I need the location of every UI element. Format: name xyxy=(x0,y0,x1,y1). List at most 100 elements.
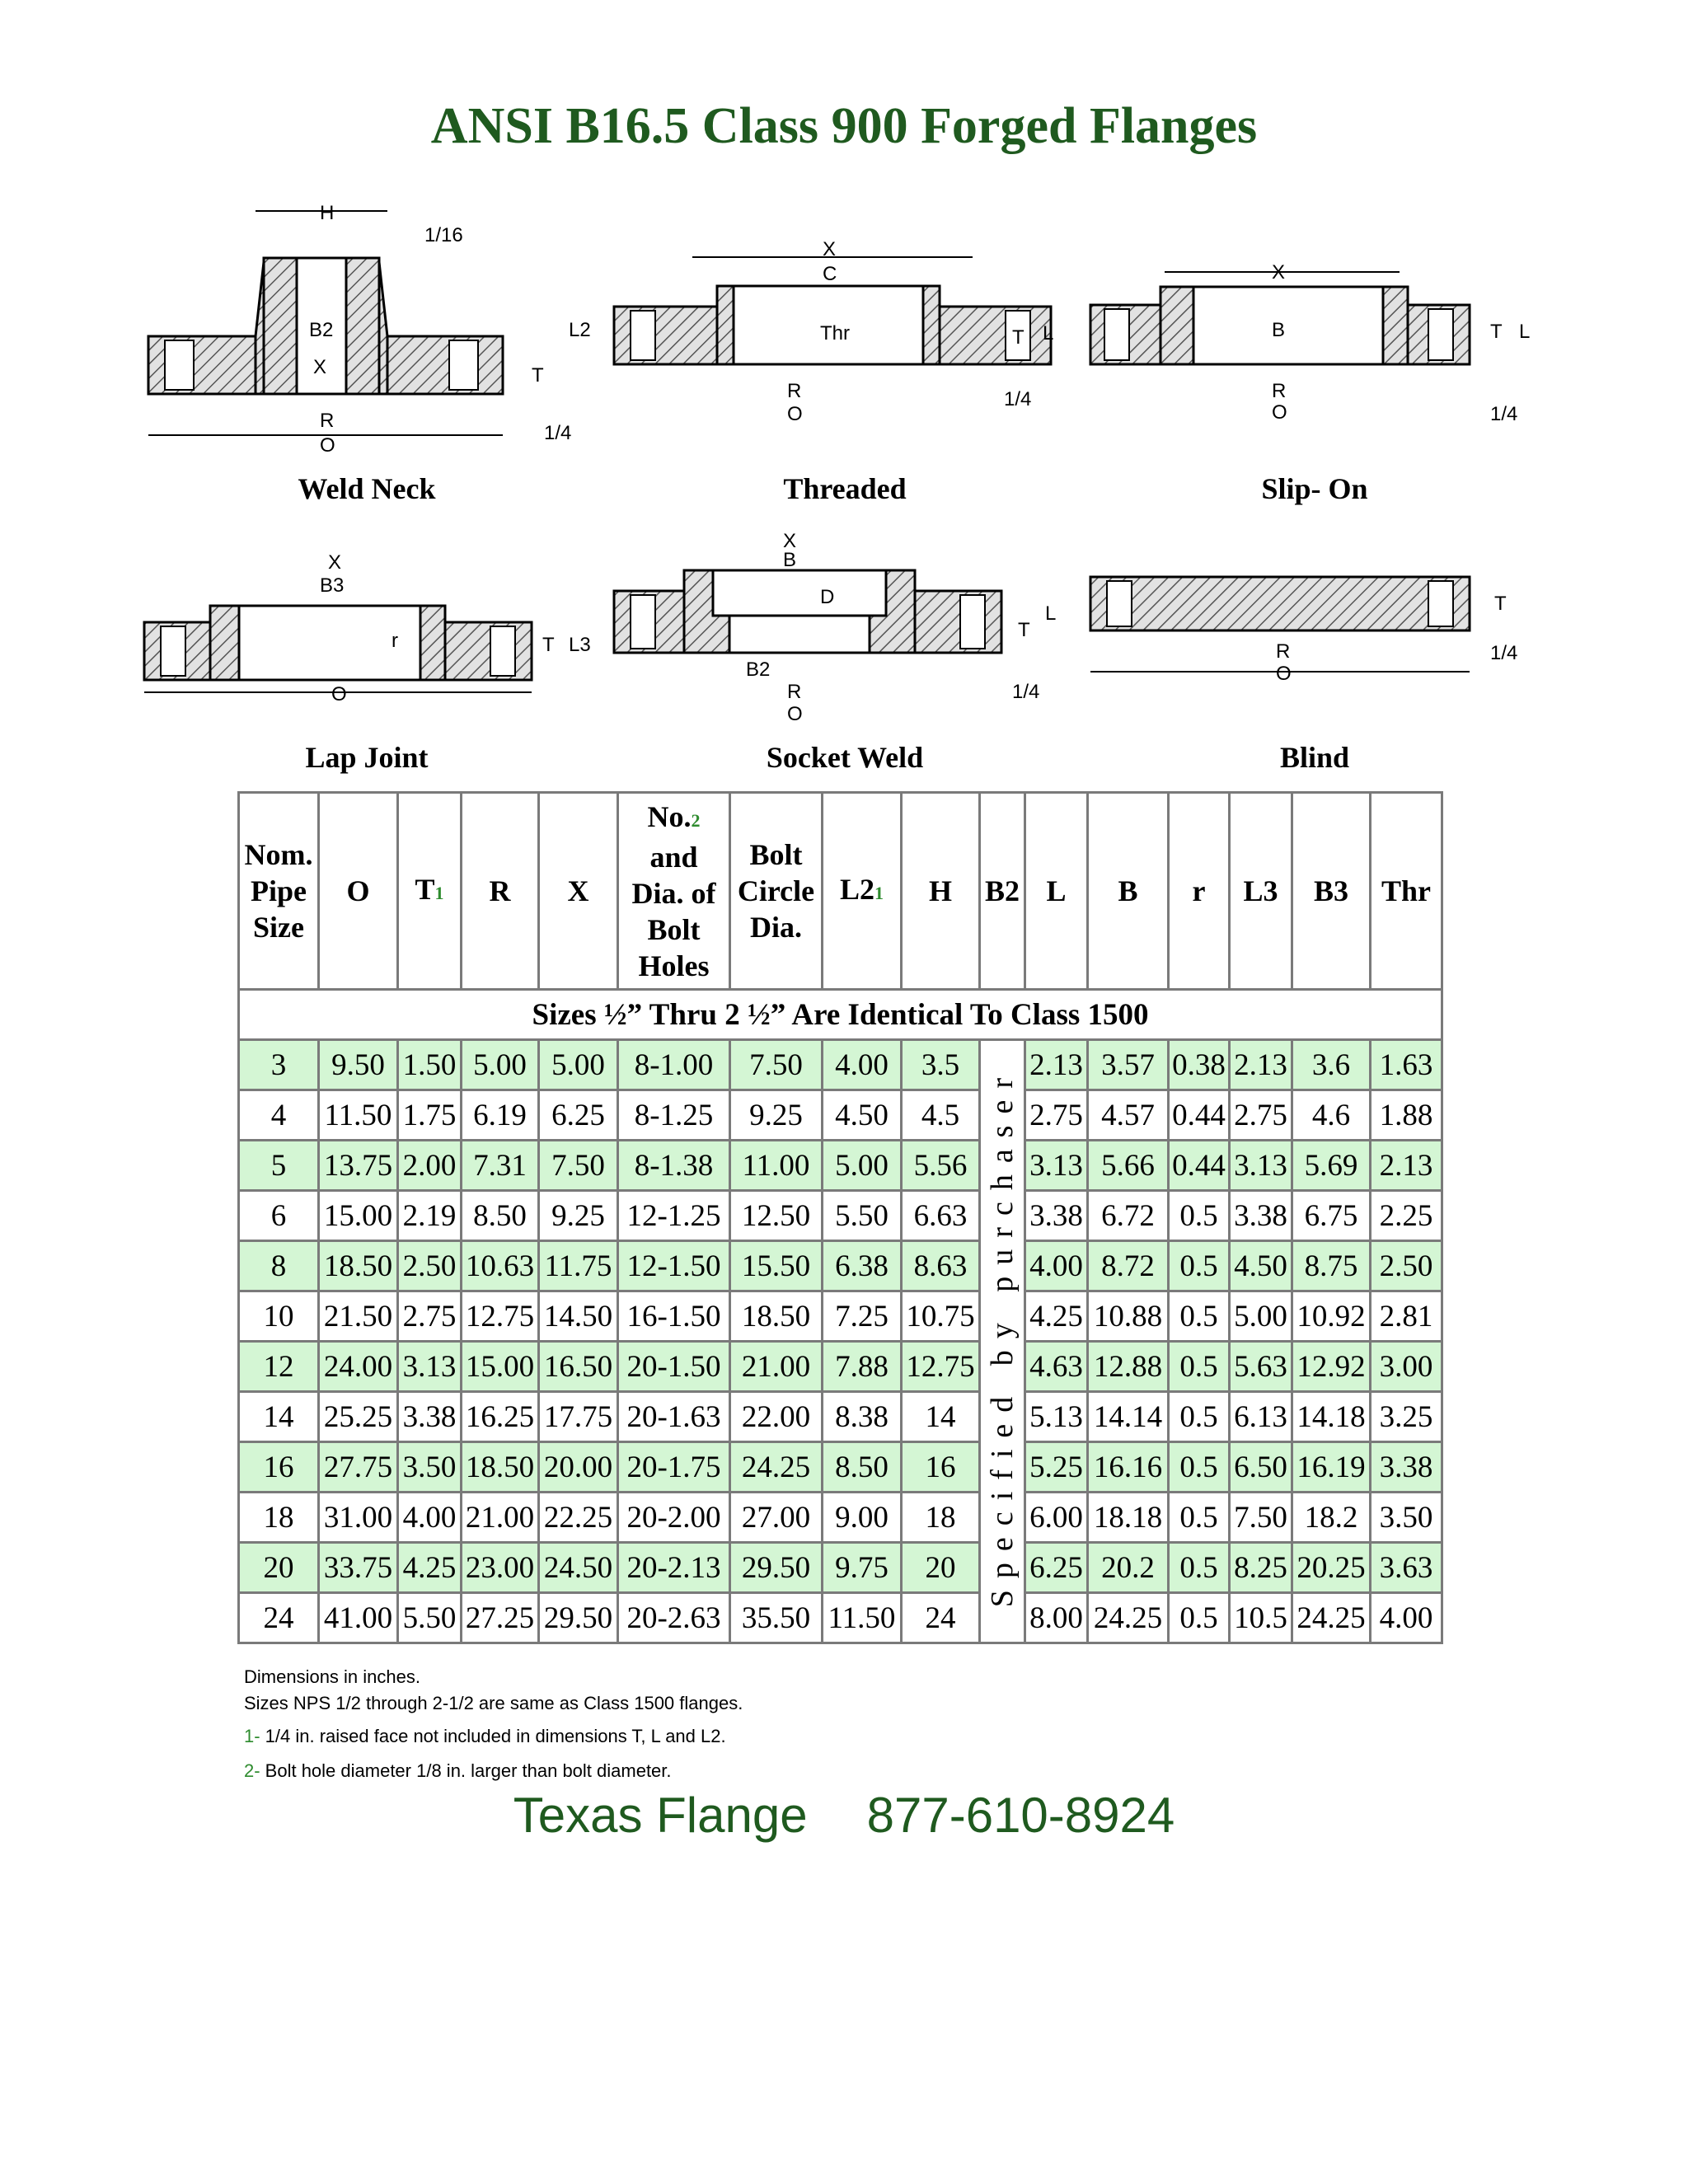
table-cell: 14.18 xyxy=(1291,1390,1372,1443)
note-0: Dimensions in inches. xyxy=(244,1666,420,1688)
table-cell: 27.00 xyxy=(729,1491,823,1544)
label-x: X xyxy=(1272,261,1285,284)
note-text: Bolt hole diameter 1/8 in. larger than b… xyxy=(260,1760,672,1781)
table-cell: 29.50 xyxy=(537,1591,619,1644)
table-cell: 21.50 xyxy=(317,1290,399,1343)
table-cell: 3.25 xyxy=(1369,1390,1443,1443)
label-x: X xyxy=(783,530,796,552)
table-cell: 17.75 xyxy=(537,1390,619,1443)
table-cell: 5.25 xyxy=(1024,1441,1089,1493)
table-cell: 3.38 xyxy=(1369,1441,1443,1493)
table-cell: 5.00 xyxy=(1228,1290,1293,1343)
label-l: L xyxy=(1043,322,1053,344)
header-text: r xyxy=(1192,874,1206,907)
table-cell: 20-1.75 xyxy=(617,1441,731,1493)
blind-diagram: T R O 1/4 xyxy=(1086,560,1548,692)
table-cell: 5.00 xyxy=(537,1038,619,1091)
note-text: Sizes NPS 1/2 through 2-1/2 are same as … xyxy=(244,1693,743,1713)
header-text: H xyxy=(928,874,952,907)
table-cell: 4.6 xyxy=(1291,1089,1372,1141)
table-cell: 8.25 xyxy=(1228,1541,1293,1594)
table-cell: 24.25 xyxy=(1291,1591,1372,1644)
page-title: ANSI B16.5 Class 900 Forged Flanges xyxy=(430,98,1258,154)
pipe-size-cell: 14 xyxy=(237,1390,320,1443)
table-cell: 11.50 xyxy=(317,1089,399,1141)
label-l: L xyxy=(1045,602,1056,625)
table-cell: 15.00 xyxy=(317,1189,399,1242)
header-cell: O xyxy=(317,791,399,991)
label-t: T xyxy=(532,364,544,387)
table-cell: 20-1.50 xyxy=(617,1340,731,1393)
header-cell: T1 xyxy=(396,791,462,991)
table-cell: 6.25 xyxy=(1024,1541,1089,1594)
table-cell: 12.88 xyxy=(1086,1340,1170,1393)
label-b: B xyxy=(783,549,796,571)
header-cell: r xyxy=(1167,791,1231,991)
table-cell: 4.00 xyxy=(396,1491,462,1544)
table-cell: 6.72 xyxy=(1086,1189,1170,1242)
table-cell: 0.38 xyxy=(1167,1038,1231,1091)
table-cell: 16.25 xyxy=(460,1390,540,1443)
header-text: Bolt Circle Dia. xyxy=(737,838,815,944)
table-cell: 24.25 xyxy=(1086,1591,1170,1644)
table-cell: 2.75 xyxy=(396,1290,462,1343)
header-cell: B xyxy=(1086,791,1170,991)
table-cell: 0.5 xyxy=(1167,1240,1231,1292)
table-cell: 6.63 xyxy=(900,1189,981,1242)
table-cell: 18.50 xyxy=(729,1290,823,1343)
table-cell: 12.75 xyxy=(900,1340,981,1393)
header-cell: X xyxy=(537,791,619,991)
label-x: X xyxy=(823,241,836,260)
pipe-size-cell: 3 xyxy=(237,1038,320,1091)
table-cell: 6.00 xyxy=(1024,1491,1089,1544)
caption-slip-on: Slip- On xyxy=(1261,472,1368,505)
company-name: Texas Flange xyxy=(513,1788,808,1843)
table-cell: 4.25 xyxy=(1024,1290,1089,1343)
lap-joint-diagram: X B3 r T L3 O xyxy=(140,544,602,709)
table-cell: 3.13 xyxy=(1228,1139,1293,1192)
table-cell: 2.13 xyxy=(1369,1139,1443,1192)
label-1-4: 1/4 xyxy=(544,422,571,444)
table-cell: 3.38 xyxy=(1228,1189,1293,1242)
table-cell: 7.25 xyxy=(821,1290,903,1343)
table-cell: 5.69 xyxy=(1291,1139,1372,1192)
vertical-note: Specified by purchaser xyxy=(985,1066,1020,1608)
footnote-marker: 1 xyxy=(434,882,444,903)
pipe-size-cell: 20 xyxy=(237,1541,320,1594)
pipe-size-cell: 10 xyxy=(237,1290,320,1343)
table-cell: 9.50 xyxy=(317,1038,399,1091)
label-d: D xyxy=(820,586,834,608)
header-text: R xyxy=(489,874,511,907)
label-o: O xyxy=(787,403,803,425)
label-o: O xyxy=(331,683,347,705)
table-cell: 7.50 xyxy=(729,1038,823,1091)
header-text: L xyxy=(1046,874,1067,907)
table-cell: 21.00 xyxy=(460,1491,540,1544)
table-cell: 10.75 xyxy=(900,1290,981,1343)
header-cell: L21 xyxy=(821,791,903,991)
table-cell: 3.63 xyxy=(1369,1541,1443,1594)
header-cell: Thr xyxy=(1369,791,1443,991)
label-r-small: r xyxy=(392,630,398,652)
header-cell: B3 xyxy=(1291,791,1372,991)
table-cell: 8.72 xyxy=(1086,1240,1170,1292)
table-cell: 2.50 xyxy=(1369,1240,1443,1292)
table-cell: 6.38 xyxy=(821,1240,903,1292)
table-cell: 8.75 xyxy=(1291,1240,1372,1292)
table-cell: 0.5 xyxy=(1167,1491,1231,1544)
note-text: Dimensions in inches. xyxy=(244,1666,420,1687)
header-text: B2 xyxy=(984,874,1020,907)
table-cell: 5.13 xyxy=(1024,1390,1089,1443)
table-cell: 4.50 xyxy=(1228,1240,1293,1292)
table-cell: 25.25 xyxy=(317,1390,399,1443)
label-1-16: 1/16 xyxy=(424,224,463,246)
table-cell: 2.00 xyxy=(396,1139,462,1192)
